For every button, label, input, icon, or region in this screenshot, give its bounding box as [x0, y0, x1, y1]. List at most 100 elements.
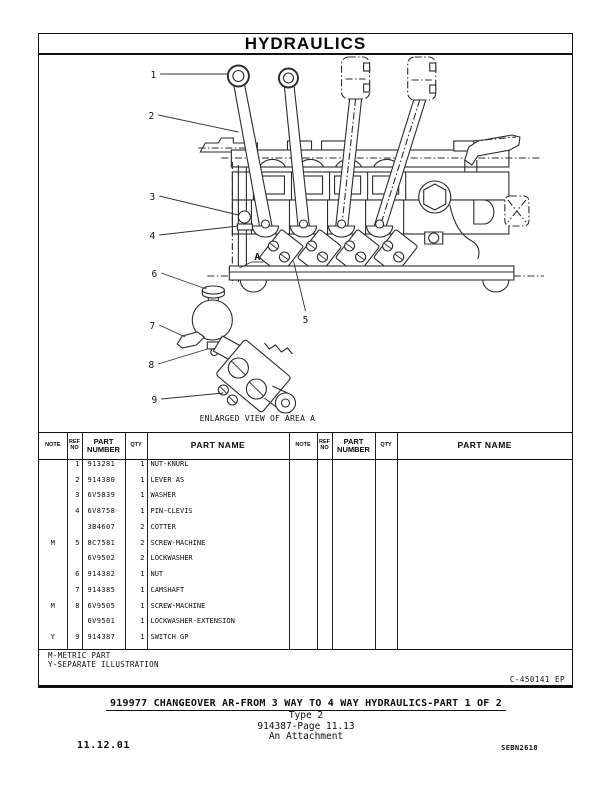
cell-ref-no	[67, 617, 83, 634]
cell-qty: 1	[125, 585, 148, 602]
switch-blocks	[259, 229, 418, 275]
cell-part-name-right	[397, 491, 572, 507]
cell-part-name: COTTER	[147, 522, 290, 539]
header-part-number-right: PART NUMBER	[332, 433, 376, 460]
cell-qty: 1	[125, 459, 148, 476]
cell-ref-no-right	[317, 554, 333, 571]
header-qty: QTY	[125, 433, 148, 460]
enlarged-view-label: ENLARGED VIEW OF AREA A	[200, 414, 315, 423]
callout-9: 9	[151, 392, 224, 406]
callout-5: 5	[293, 260, 309, 326]
lever-pivots	[251, 219, 394, 238]
table-row: 7 914385 1 CAMSHAFT	[39, 585, 572, 602]
cell-ref-no	[67, 554, 83, 571]
cell-part-number: 6V8758	[82, 507, 126, 523]
cell-ref-no-right	[317, 459, 333, 476]
cell-ref-no: 7	[67, 585, 83, 602]
svg-text:8: 8	[148, 360, 154, 371]
table-row: M 5 8C7581 2 SCREW-MACHINE	[39, 538, 572, 555]
cell-note-right	[289, 585, 318, 602]
svg-text:4: 4	[149, 231, 155, 242]
cell-qty: 1	[125, 617, 148, 634]
cell-qty: 1	[125, 570, 148, 586]
table-row: 3B4607 2 COTTER	[39, 522, 572, 539]
cell-note-right	[289, 601, 318, 618]
cell-part-number: 6V9501	[82, 617, 126, 634]
cell-part-number-right	[332, 507, 376, 523]
header-part-name-right: PART NAME	[397, 433, 572, 460]
cell-note	[39, 554, 68, 571]
cell-part-number-right	[332, 538, 376, 555]
bracket-wing	[176, 331, 206, 349]
cell-part-name: SWITCH GP	[147, 633, 290, 649]
cell-note: Y	[39, 633, 68, 649]
cell-note-right	[289, 633, 318, 649]
header-note: NOTE	[39, 433, 68, 460]
cell-note-right	[289, 475, 318, 492]
cell-part-number: 3B4607	[82, 522, 126, 539]
cell-part-name-right	[397, 459, 572, 476]
cell-qty-right	[375, 491, 398, 508]
table-header-row: NOTE REF NO PART NUMBER QTY PART NAME NO…	[39, 433, 572, 460]
cell-part-number-right	[332, 570, 376, 586]
cell-part-name: LOCKWASHER-EXTENSION	[147, 617, 290, 634]
cell-note-right	[289, 538, 318, 555]
cell-qty-right	[375, 522, 398, 539]
drawing-ref: C-450141 EP	[509, 675, 565, 684]
cell-qty: 2	[125, 554, 148, 571]
cell-ref-no: 9	[67, 633, 83, 649]
cell-part-name-right	[397, 617, 572, 633]
cell-note	[39, 475, 68, 492]
cell-ref-no-right	[317, 633, 333, 649]
cell-ref-no-right	[317, 601, 333, 618]
cell-ref-no: 5	[67, 538, 83, 555]
note-metric-part: M-METRIC PART	[48, 651, 111, 660]
caption-block: 919977 CHANGEOVER AR-FROM 3 WAY TO 4 WAY…	[0, 691, 612, 743]
cell-note	[39, 617, 68, 634]
caption-page-ref: 914387-Page 11.13	[257, 720, 355, 732]
cell-qty: 1	[125, 507, 148, 523]
cell-note-right	[289, 491, 318, 508]
cell-part-name-right	[397, 476, 572, 492]
cell-note: M	[39, 538, 68, 555]
header-ref-no: REF NO	[67, 433, 83, 460]
cell-part-name-right	[397, 633, 572, 649]
enlarged-view: ENLARGED VIEW OF AREA A	[176, 285, 315, 423]
pivot-ball	[191, 299, 233, 341]
cell-part-number-right	[332, 475, 376, 492]
cell-part-name-right	[397, 586, 572, 602]
table-row: M 8 6V9505 1 SCREW-MACHINE	[39, 601, 572, 618]
cell-part-name: NUT	[147, 570, 290, 586]
diagram-svg: A	[148, 56, 544, 423]
parts-table: NOTE REF NO PART NUMBER QTY PART NAME NO…	[39, 433, 572, 649]
cell-part-number-right	[332, 617, 376, 634]
cell-ref-no: 8	[67, 601, 83, 618]
cell-qty: 1	[125, 475, 148, 492]
cell-note-right	[289, 554, 318, 571]
callout-4: 4	[149, 225, 239, 242]
cell-part-name: LEVER AS	[147, 475, 290, 492]
cell-part-number: 6V5839	[82, 491, 126, 508]
table-row: 4 6V8758 1 PIN-CLEVIS	[39, 507, 572, 523]
svg-text:6: 6	[151, 269, 157, 280]
callout-6: 6	[151, 269, 207, 290]
cell-qty: 1	[125, 491, 148, 508]
header-qty-right: QTY	[375, 433, 398, 460]
svg-text:7: 7	[149, 321, 155, 332]
cell-qty-right	[375, 585, 398, 602]
cell-part-name-right	[397, 523, 572, 539]
cell-ref-no-right	[317, 475, 333, 492]
note-separate-illustration: Y-SEPARATE ILLUSTRATION	[48, 659, 159, 669]
table-row: 3 6V5839 1 WASHER	[39, 491, 572, 508]
svg-text:5: 5	[303, 315, 309, 326]
area-a-marker: A	[239, 252, 264, 269]
cell-part-number-right	[332, 522, 376, 539]
cell-note-right	[289, 507, 318, 523]
cell-note-right	[289, 570, 318, 586]
cell-qty-right	[375, 617, 398, 634]
cell-ref-no-right	[317, 522, 333, 539]
callout-1: 1	[150, 70, 228, 81]
cell-ref-no-right	[317, 617, 333, 634]
cell-part-name: SCREW-MACHINE	[147, 601, 290, 618]
